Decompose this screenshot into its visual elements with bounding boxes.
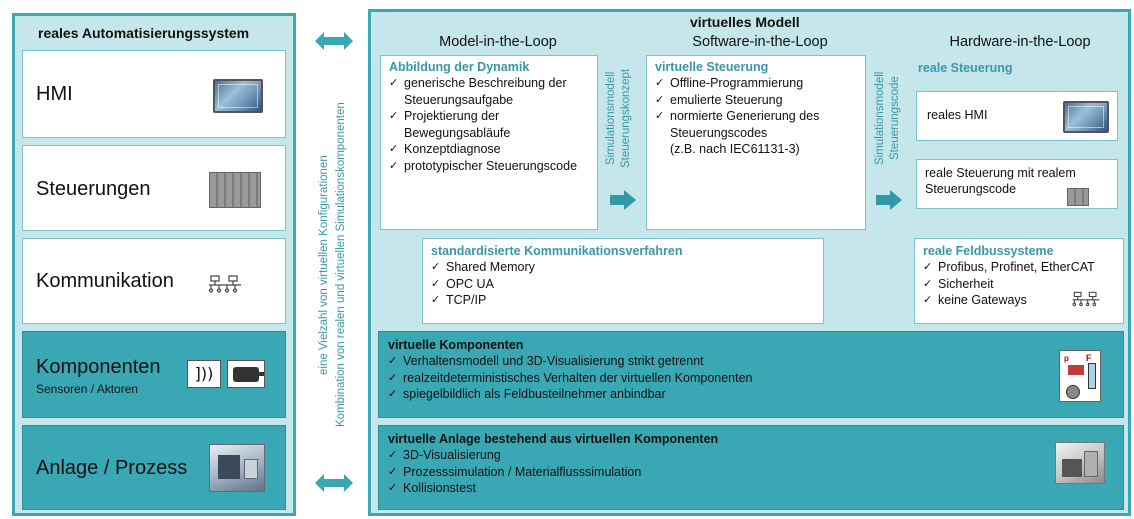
column-head-sil: Software-in-the-Loop xyxy=(692,34,828,50)
virtual-plant-title: virtuelle Anlage bestehend aus virtuelle… xyxy=(388,432,719,446)
left-item-anlage: Anlage / Prozess xyxy=(22,425,286,510)
mil-item: generische Beschreibung der Steuerungsau… xyxy=(389,75,589,108)
sensor-actuator-icon: ])) xyxy=(187,360,265,388)
communication-box: standardisierte Kommunikationsverfahren … xyxy=(422,238,824,324)
komponenten-sublabel: Sensoren / Aktoren xyxy=(36,382,139,396)
left-item-steuerungen: Steuerungen xyxy=(22,145,286,231)
hil-hmi-label: reales HMI xyxy=(927,108,988,122)
virtual-components-item: realzeitdeterministisches Verhalten der … xyxy=(388,370,1114,387)
steuerungen-label: Steuerungen xyxy=(36,178,151,200)
right-panel-title: virtuelles Modell xyxy=(690,14,800,30)
left-item-hmi: HMI xyxy=(22,50,286,138)
sil-item: normierte Generierung des Steuerungscode… xyxy=(655,108,857,141)
communication-item: OPC UA xyxy=(431,276,815,293)
transition2-text-2: Steuerungscode xyxy=(889,76,901,160)
transition2-text-1: Simulationsmodell xyxy=(874,71,886,165)
connector-text-1: eine Vielzahl von virtuellen Konfigurati… xyxy=(318,155,330,375)
virtual-components-item: spiegelbildlich als Feldbusteilnehmer an… xyxy=(388,386,1114,403)
hil-title: reale Steuerung xyxy=(918,61,1013,75)
sil-list: Offline-Programmierung emulierte Steueru… xyxy=(655,75,857,141)
virtual-components-list: Verhaltensmodell und 3D-Visualisierung s… xyxy=(388,353,1114,403)
hmi-screen-icon xyxy=(1063,101,1109,133)
connector-text-2: Kombination von realen und virtuellen Si… xyxy=(335,102,347,428)
sil-title: virtuelle Steuerung xyxy=(655,60,769,74)
plc-icon xyxy=(209,172,261,208)
virtual-components-box: virtuelle Komponenten Verhaltensmodell u… xyxy=(378,331,1124,418)
hmi-screen-icon xyxy=(213,79,263,113)
transition1-text-2: Steuerungskonzept xyxy=(620,68,632,168)
double-arrow-bottom-icon xyxy=(315,474,353,492)
virtual-component-model-icon: p F xyxy=(1059,350,1101,402)
kommunikation-label: Kommunikation xyxy=(36,270,174,292)
arrow-right-2-icon xyxy=(876,190,902,210)
transition1-text-1: Simulationsmodell xyxy=(605,71,617,165)
hil-control-label: reale Steuerung mit realem Steuerungscod… xyxy=(925,166,1076,196)
double-arrow-top-icon xyxy=(315,32,353,50)
fieldbus-box: reale Feldbussysteme Profibus, Profinet,… xyxy=(914,238,1124,324)
komponenten-label: Komponenten xyxy=(36,356,161,378)
mil-box: Abbildung der Dynamik generische Beschre… xyxy=(380,55,598,230)
network-icon xyxy=(1072,291,1100,307)
communication-title: standardisierte Kommunikationsverfahren xyxy=(431,244,683,258)
fieldbus-item: Sicherheit xyxy=(923,276,1115,293)
mil-list: generische Beschreibung der Steuerungsau… xyxy=(389,75,589,174)
mil-item: Konzeptdiagnose xyxy=(389,141,589,158)
virtual-plant-box: virtuelle Anlage bestehend aus virtuelle… xyxy=(378,425,1124,510)
fieldbus-item: Profibus, Profinet, EtherCAT xyxy=(923,259,1115,276)
virtual-components-title: virtuelle Komponenten xyxy=(388,338,524,352)
column-head-mil: Model-in-the-Loop xyxy=(439,34,557,50)
plc-icon xyxy=(1067,188,1089,206)
virtual-plant-item: 3D-Visualisierung xyxy=(388,447,1114,464)
communication-list: Shared Memory OPC UA TCP/IP xyxy=(431,259,815,309)
arrow-right-1-icon xyxy=(610,190,636,210)
hil-hmi-box: reales HMI xyxy=(916,91,1118,141)
virtual-plant-item: Prozesssimulation / Materialflusssimulat… xyxy=(388,464,1114,481)
communication-item: Shared Memory xyxy=(431,259,815,276)
sil-item: Offline-Programmierung xyxy=(655,75,857,92)
machine-icon xyxy=(209,444,265,492)
hil-control-box: reale Steuerung mit realem Steuerungscod… xyxy=(916,159,1118,209)
left-item-komponenten: Komponenten Sensoren / Aktoren ])) xyxy=(22,331,286,418)
virtual-components-item: Verhaltensmodell und 3D-Visualisierung s… xyxy=(388,353,1114,370)
communication-item: TCP/IP xyxy=(431,292,815,309)
sil-note: (z.B. nach IEC61131-3) xyxy=(670,142,800,156)
left-panel-title: reales Automatisierungssystem xyxy=(38,25,250,41)
mil-title: Abbildung der Dynamik xyxy=(389,60,530,74)
fieldbus-item: keine Gateways xyxy=(923,292,1115,309)
sil-box: virtuelle Steuerung Offline-Programmieru… xyxy=(646,55,866,230)
left-item-kommunikation: Kommunikation xyxy=(22,238,286,324)
sil-item: emulierte Steuerung xyxy=(655,92,857,109)
fieldbus-title: reale Feldbussysteme xyxy=(923,244,1054,258)
hmi-label: HMI xyxy=(36,83,73,105)
virtual-plant-item: Kollisionstest xyxy=(388,480,1114,497)
hil-box: reale Steuerung reales HMI reale Steueru… xyxy=(910,55,1124,230)
network-icon xyxy=(208,275,241,293)
column-head-hil: Hardware-in-the-Loop xyxy=(949,34,1091,50)
mil-item: Projektierung der Bewegungsabläufe xyxy=(389,108,589,141)
virtual-plant-machine-icon xyxy=(1055,442,1105,484)
virtual-plant-list: 3D-Visualisierung Prozesssimulation / Ma… xyxy=(388,447,1114,497)
anlage-label: Anlage / Prozess xyxy=(36,457,188,479)
fieldbus-list: Profibus, Profinet, EtherCAT Sicherheit … xyxy=(923,259,1115,309)
mil-item: prototypischer Steuerungscode xyxy=(389,158,589,175)
